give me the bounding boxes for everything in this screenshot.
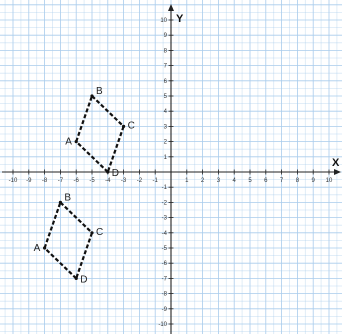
lower-quadrilateral: A B C D [34, 192, 104, 285]
edge-CD [106, 126, 125, 173]
x-tick-label: 6 [264, 178, 268, 184]
edge-AB [43, 202, 62, 249]
y-tick-label: -4 [162, 231, 168, 237]
y-tick-label: 3 [164, 124, 168, 130]
x-tick-label: -5 [89, 178, 95, 184]
vertex-point-B [58, 200, 63, 204]
x-tick-label: 2 [201, 178, 205, 184]
x-tick-label: -10 [9, 178, 18, 184]
x-axis-arrowhead [334, 169, 341, 175]
vertex-point-D [74, 276, 78, 280]
vertex-label-C: C [128, 120, 135, 131]
y-tick-label: 5 [164, 94, 168, 100]
x-axis-label: X [332, 157, 340, 169]
y-tick-label: -10 [158, 322, 167, 328]
vertex-label-A: A [34, 243, 41, 254]
y-tick-label: 1 [164, 155, 168, 161]
y-axis-arrowhead [168, 4, 174, 11]
edge-DA [43, 247, 77, 280]
x-tick-label: -1 [153, 178, 159, 184]
vertex-point-B [90, 94, 94, 98]
y-tick-label: -5 [162, 246, 168, 252]
y-tick-label: -1 [162, 185, 168, 191]
vertex-label-A: A [65, 137, 72, 148]
x-tick-label: -4 [105, 178, 111, 184]
x-tick-label: -3 [121, 178, 127, 184]
vertex-label-D: D [80, 274, 87, 285]
x-tick-label: 10 [326, 178, 333, 184]
edge-CD [75, 232, 94, 279]
y-tick-label: -2 [162, 200, 168, 206]
x-tick-label: -6 [74, 178, 80, 184]
y-tick-label: 7 [164, 64, 168, 70]
y-tick-label: -8 [162, 292, 168, 298]
x-tick-label: 7 [280, 178, 284, 184]
vertex-point-D [106, 170, 110, 174]
axes: X Y [2, 4, 341, 334]
y-tick-label: -9 [162, 307, 168, 313]
y-tick-label: -7 [162, 276, 168, 282]
x-tick-label: 9 [312, 178, 316, 184]
y-tick-label: 8 [164, 48, 168, 54]
edge-BC [91, 95, 125, 128]
x-tick-label: -7 [58, 178, 64, 184]
x-tick-label: -8 [42, 178, 48, 184]
x-tick-label: -9 [26, 178, 32, 184]
y-tick-label: -3 [162, 216, 168, 222]
y-tick-label: 9 [164, 33, 168, 39]
x-tick-label: 4 [233, 178, 237, 184]
x-tick-label: 5 [248, 178, 252, 184]
vertex-label-D: D [112, 168, 119, 179]
tick-marks: -10 -9 -8 -7 -6 -5 -4 -3 -2 -1 1 2 3 4 5 6 7 8 9 10 10 9 8 7 6 5 4… [9, 18, 333, 328]
edge-BC [59, 201, 93, 234]
vertex-label-B: B [64, 192, 71, 203]
y-axis-label: Y [176, 13, 184, 25]
vertex-label-C: C [96, 227, 103, 238]
x-tick-label: 1 [185, 178, 189, 184]
y-tick-label: 6 [164, 79, 168, 85]
upper-quadrilateral: A B C D [65, 86, 135, 179]
edge-DA [75, 140, 109, 173]
vertex-point-C [122, 124, 126, 128]
y-tick-label: 4 [164, 109, 168, 115]
x-tick-label: 3 [217, 178, 221, 184]
quadrilaterals: A B C D A B C D [34, 86, 135, 285]
vertex-point-A [43, 246, 47, 250]
vertex-label-B: B [96, 86, 103, 97]
y-tick-label: 2 [164, 140, 168, 146]
y-tick-label: -6 [162, 261, 168, 267]
vertex-point-C [90, 231, 94, 235]
x-tick-label: 8 [296, 178, 300, 184]
edge-AB [75, 95, 94, 142]
y-tick-label: 10 [160, 18, 167, 24]
vertex-point-A [74, 140, 78, 144]
x-tick-label: -2 [137, 178, 143, 184]
